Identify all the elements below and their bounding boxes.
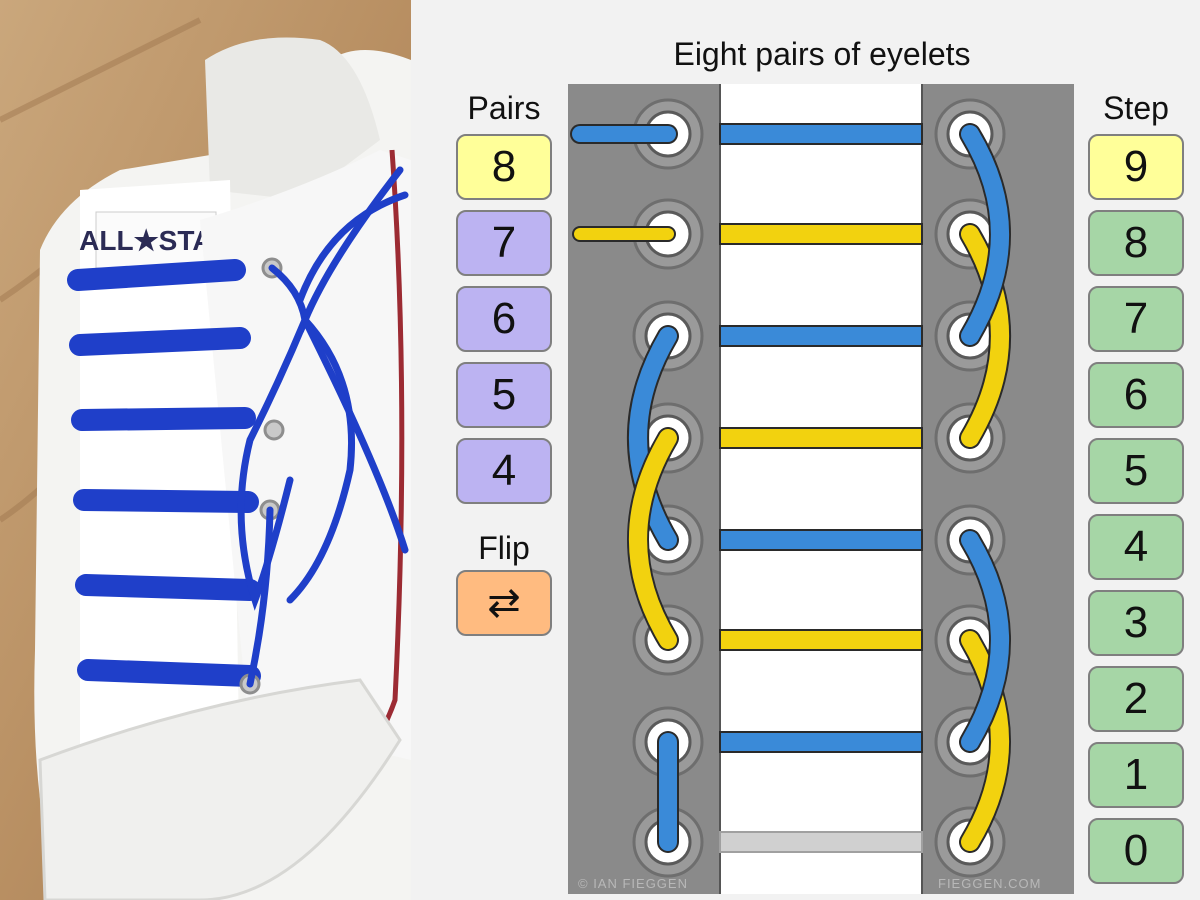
- lace-right-loop-yellow: [961, 225, 1009, 447]
- pair-option-button[interactable]: 4: [456, 438, 552, 504]
- pair-option-button[interactable]: 7: [456, 210, 552, 276]
- step-button-selected[interactable]: 9: [1088, 134, 1184, 200]
- step-option-button[interactable]: 5: [1088, 438, 1184, 504]
- lace-right-loop-yellow-low: [961, 631, 1009, 851]
- lace-straight-bar: [719, 325, 923, 347]
- step-option-button[interactable]: 4: [1088, 514, 1184, 580]
- lace-straight-bar: [719, 223, 923, 245]
- pairs-label: Pairs: [467, 90, 541, 126]
- step-option-button[interactable]: 8: [1088, 210, 1184, 276]
- pair-button-selected[interactable]: 8: [456, 134, 552, 200]
- lace-right-loop-blue-low: [961, 531, 1009, 751]
- swap-arrows-icon: ⇄: [487, 581, 521, 625]
- flip-button[interactable]: ⇄: [456, 570, 552, 636]
- step-option-button[interactable]: 2: [1088, 666, 1184, 732]
- lace-straight-bar: [719, 529, 923, 551]
- step-option-button[interactable]: 3: [1088, 590, 1184, 656]
- lace-left-loop-yellow: [629, 429, 677, 649]
- lacing-diagram: [568, 84, 1074, 894]
- credit-right: FIEGGEN.COM: [938, 876, 1042, 891]
- lace-hidden-bar: [719, 831, 923, 853]
- tongue-gap: [720, 84, 922, 894]
- step-option-button[interactable]: 1: [1088, 742, 1184, 808]
- lace-straight-bar: [719, 427, 923, 449]
- sneaker-photo: ALL★STAR: [0, 0, 411, 900]
- credit-left: © IAN FIEGGEN: [578, 876, 688, 891]
- lace-straight-bar: [719, 123, 923, 145]
- lace-right-loop-blue: [961, 125, 1009, 345]
- lace-straight-bar: [719, 629, 923, 651]
- lace-left-loop-blue: [629, 327, 677, 549]
- step-option-button[interactable]: 0: [1088, 818, 1184, 884]
- step-option-button[interactable]: 7: [1088, 286, 1184, 352]
- step-option-button[interactable]: 6: [1088, 362, 1184, 428]
- pair-option-button[interactable]: 5: [456, 362, 552, 428]
- flip-label: Flip: [478, 530, 530, 566]
- step-label: Step: [1103, 90, 1169, 126]
- pair-option-button[interactable]: 6: [456, 286, 552, 352]
- diagram-title: Eight pairs of eyelets: [673, 36, 971, 72]
- lace-straight-bar: [719, 731, 923, 753]
